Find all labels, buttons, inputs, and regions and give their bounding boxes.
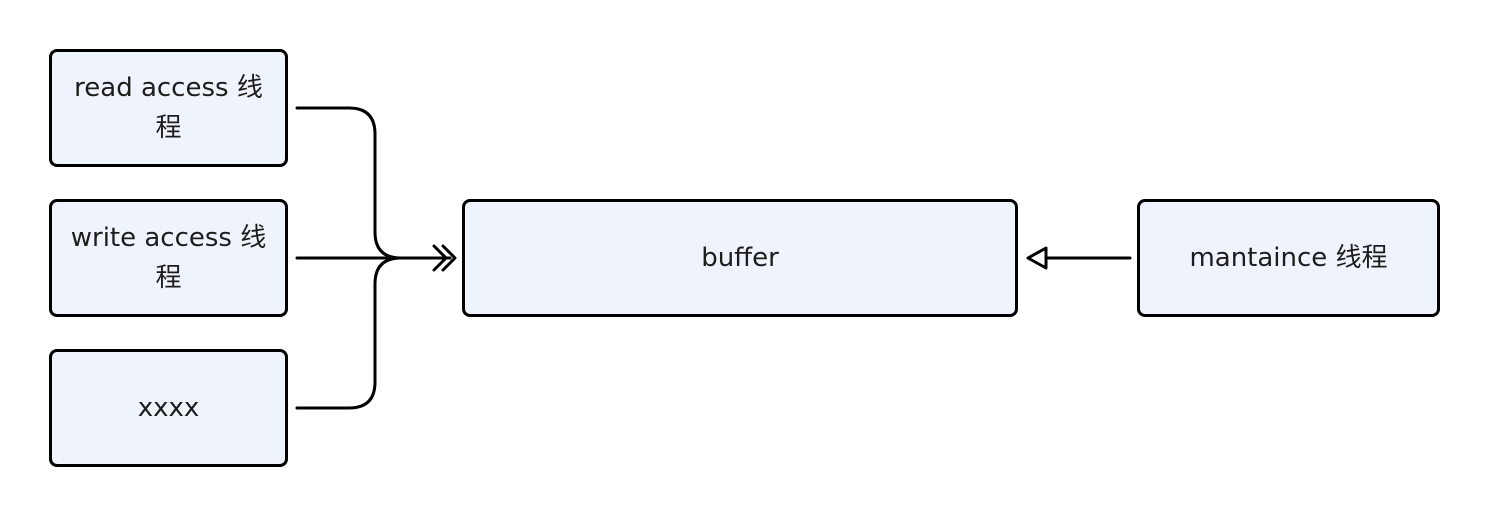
node-buffer[interactable]: buffer [462,199,1018,317]
node-label: mantaince 线程 [1189,243,1388,273]
hollow-arrowhead-icon [1026,246,1048,270]
edge-read-to-buffer [295,106,452,260]
node-label: read access 线程 [74,73,263,143]
node-write-access-thread[interactable]: write access 线程 [49,199,288,317]
node-label: write access 线程 [70,223,267,293]
edge-xxxx-to-buffer [295,256,452,410]
node-maintenance-thread[interactable]: mantaince 线程 [1137,199,1440,317]
node-xxxx[interactable]: xxxx [49,349,288,467]
node-read-access-thread[interactable]: read access 线程 [49,49,288,167]
node-label: buffer [701,243,779,273]
double-arrowhead-icon [432,244,457,272]
node-label: xxxx [137,393,200,423]
